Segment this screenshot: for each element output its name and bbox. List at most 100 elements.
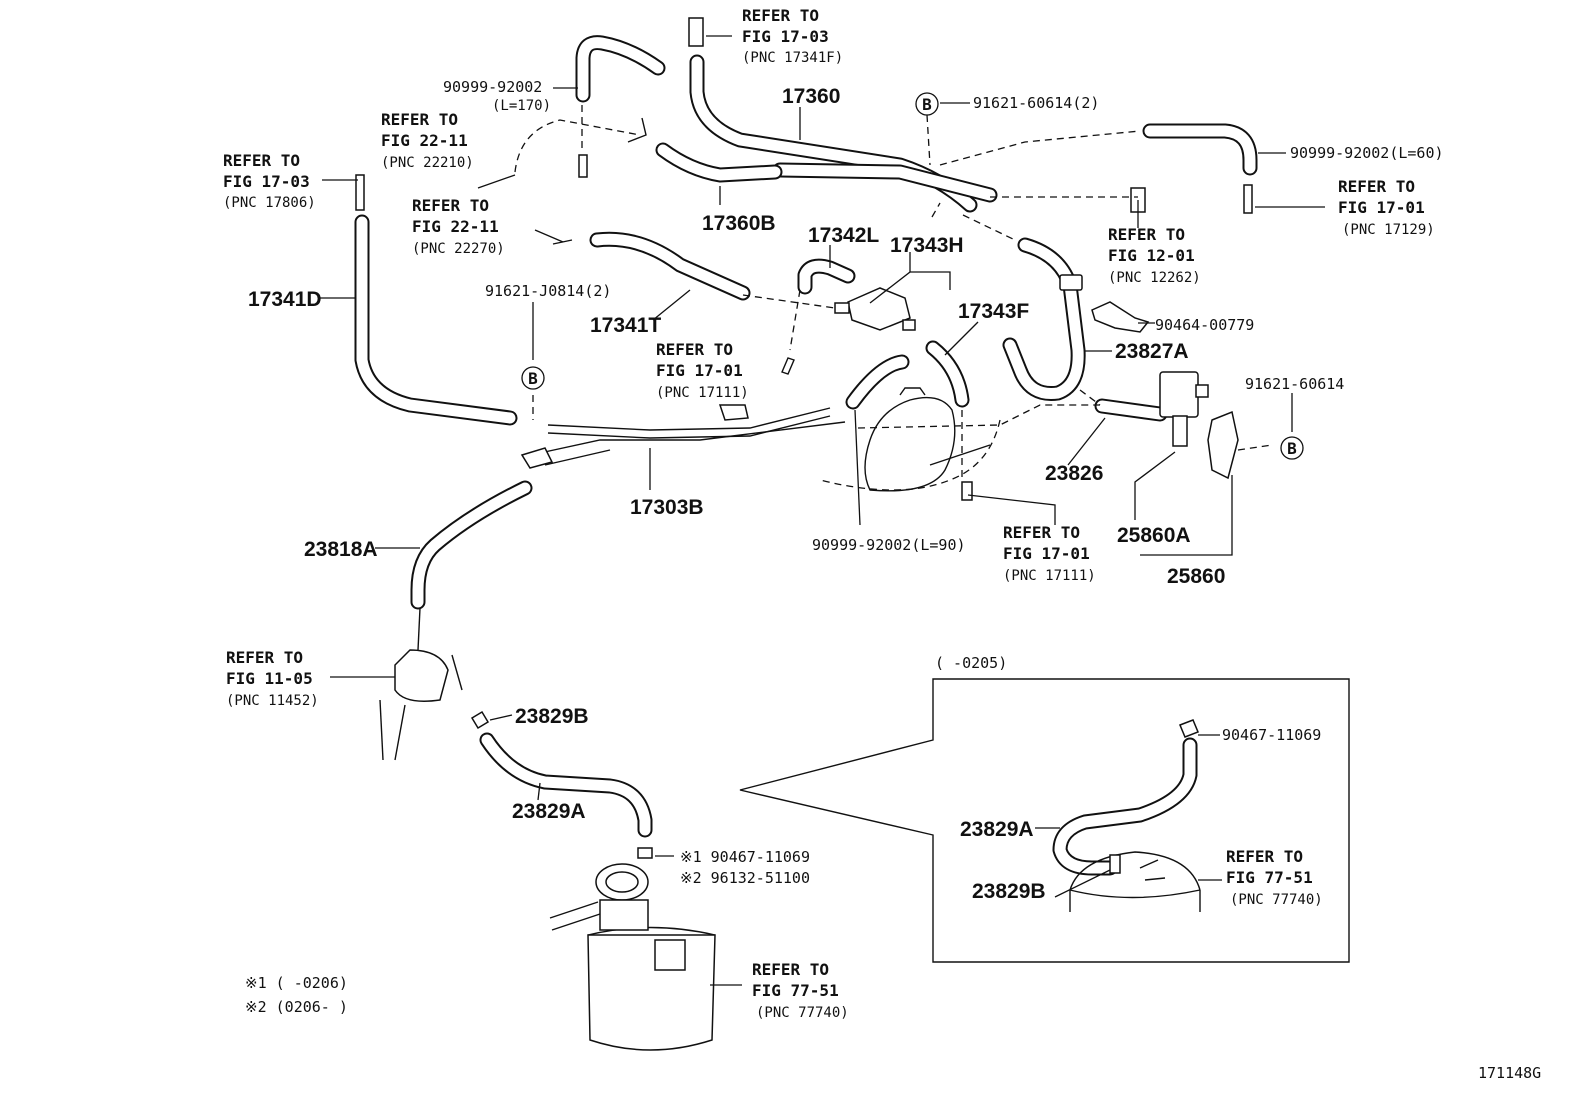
vsv-17343H[interactable] <box>834 287 916 331</box>
refer-fig-22-11-22210: REFER TO FIG 22-11 (PNC 22210) <box>381 110 474 171</box>
pipe-17360[interactable] <box>689 54 998 213</box>
svg-text:FIG 77-51: FIG 77-51 <box>1226 868 1313 887</box>
refer-fig-17-03-17806: REFER TO FIG 17-03 (PNC 17806) <box>223 151 316 211</box>
svg-text:FIG 77-51: FIG 77-51 <box>752 981 839 1000</box>
hose-90999-92002-L90[interactable] <box>845 354 910 410</box>
label-17360B: 17360B <box>702 212 776 235</box>
svg-text:FIG 22-11: FIG 22-11 <box>381 131 468 150</box>
svg-text:B: B <box>1287 439 1297 458</box>
refer-fig-22-11-22270: REFER TO FIG 22-11 (PNC 22270) <box>412 196 505 257</box>
callout-b-1: B <box>915 92 939 116</box>
svg-text:(PNC 22210): (PNC 22210) <box>381 155 474 171</box>
label-23826: 23826 <box>1045 462 1103 485</box>
svg-text:(PNC 17341F): (PNC 17341F) <box>742 50 843 66</box>
callout-b-3: B <box>1280 436 1304 460</box>
clip-90467-11069[interactable] <box>637 847 653 859</box>
hose-90999-92002-L60[interactable] <box>1142 123 1258 176</box>
label-17341D: 17341D <box>248 288 322 311</box>
label-23818A: 23818A <box>304 538 378 561</box>
figure-id: 171148G <box>1478 1064 1541 1082</box>
svg-text:(PNC 77740): (PNC 77740) <box>756 1005 849 1021</box>
hose-23818A[interactable] <box>410 480 533 610</box>
hose-17360B[interactable] <box>655 142 783 183</box>
refer-fig-17-01-17111-b: REFER TO FIG 17-01 (PNC 17111) <box>1003 523 1096 584</box>
vsv-25860A[interactable] <box>1159 371 1239 480</box>
refer-fig-12-01-12262: REFER TO FIG 12-01 (PNC 12262) <box>1108 225 1201 286</box>
inset-hose-23829A[interactable] <box>1052 737 1198 876</box>
svg-text:REFER TO: REFER TO <box>1003 523 1080 542</box>
refer-fig-11-05-11452: REFER TO FIG 11-05 (PNC 11452) <box>226 648 319 709</box>
note-code-1: ※1 90467-11069 <box>680 848 810 866</box>
svg-text:B: B <box>922 95 932 114</box>
connection-lines <box>514 105 1273 491</box>
throttle-body <box>864 387 991 492</box>
code-inset-90467-11069: 90467-11069 <box>1222 726 1321 744</box>
label-17303B: 17303B <box>630 496 704 519</box>
pipe-assembly-17303B[interactable] <box>520 404 846 469</box>
code-90999-92002-L90: 90999-92002(L=90) <box>812 536 966 554</box>
clamp-90464-00779[interactable] <box>1091 301 1150 333</box>
code-L170: (L=170) <box>492 98 551 114</box>
charcoal-canister[interactable] <box>549 863 716 1051</box>
code-91621-60614-2: 91621-60614(2) <box>973 94 1099 112</box>
clip-23829B[interactable] <box>470 710 490 730</box>
svg-text:FIG 17-03: FIG 17-03 <box>223 172 310 191</box>
svg-text:(PNC 17129): (PNC 17129) <box>1342 222 1435 238</box>
svg-text:(PNC 11452): (PNC 11452) <box>226 693 319 709</box>
svg-text:(PNC 77740): (PNC 77740) <box>1230 892 1323 908</box>
refer-fig-77-51-77740-b: REFER TO FIG 77-51 (PNC 77740) <box>1226 847 1323 908</box>
label-17343H: 17343H <box>890 234 964 257</box>
code-91621-J0814: 91621-J0814(2) <box>485 282 611 300</box>
svg-text:REFER TO: REFER TO <box>226 648 303 667</box>
svg-text:REFER TO: REFER TO <box>742 6 819 25</box>
label-17343F: 17343F <box>958 300 1029 323</box>
hose-23827A[interactable] <box>1002 237 1086 401</box>
hose-17343F[interactable] <box>925 340 970 408</box>
label-17360: 17360 <box>782 85 840 108</box>
label-17342L: 17342L <box>808 224 879 247</box>
svg-text:B: B <box>528 369 538 388</box>
svg-text:REFER TO: REFER TO <box>381 110 458 129</box>
svg-text:(PNC 17111): (PNC 17111) <box>656 385 749 401</box>
hose-90999-92002-top[interactable] <box>575 35 666 103</box>
refer-fig-77-51-77740-a: REFER TO FIG 77-51 (PNC 77740) <box>752 960 849 1021</box>
svg-text:FIG 17-03: FIG 17-03 <box>742 27 829 46</box>
svg-text:REFER TO: REFER TO <box>1108 225 1185 244</box>
svg-text:REFER TO: REFER TO <box>1338 177 1415 196</box>
pipe-stubs <box>355 17 1253 501</box>
hose-17342L[interactable] <box>797 258 856 295</box>
refer-fig-17-01-17129: REFER TO FIG 17-01 (PNC 17129) <box>1338 177 1435 238</box>
hose-17341T[interactable] <box>589 231 751 301</box>
refer-fig-17-01-17111-a: REFER TO FIG 17-01 (PNC 17111) <box>656 340 749 401</box>
svg-text:REFER TO: REFER TO <box>656 340 733 359</box>
svg-text:(PNC 17111): (PNC 17111) <box>1003 568 1096 584</box>
svg-text:FIG 17-01: FIG 17-01 <box>656 361 743 380</box>
svg-text:FIG 11-05: FIG 11-05 <box>226 669 313 688</box>
code-90999-92002-top: 90999-92002 <box>443 78 542 96</box>
label-23829A: 23829A <box>512 800 586 823</box>
intake-fitting <box>379 607 463 761</box>
svg-text:(PNC 22270): (PNC 22270) <box>412 241 505 257</box>
code-90464-00779: 90464-00779 <box>1155 316 1254 334</box>
legend-note-1: ※1 ( -0206) <box>245 974 348 992</box>
svg-text:REFER TO: REFER TO <box>223 151 300 170</box>
hose-17341D[interactable] <box>354 214 518 426</box>
svg-text:REFER TO: REFER TO <box>1226 847 1303 866</box>
label-23827A: 23827A <box>1115 340 1189 363</box>
label-17341T: 17341T <box>590 314 661 337</box>
svg-text:(PNC 17806): (PNC 17806) <box>223 195 316 211</box>
label-23829B: 23829B <box>515 705 589 728</box>
note-code-2: ※2 96132-51100 <box>680 869 810 887</box>
inset-range-label: ( -0205) <box>935 654 1007 672</box>
code-90999-92002-L60: 90999-92002(L=60) <box>1290 144 1444 162</box>
hose-23829A[interactable] <box>479 732 653 838</box>
code-91621-60614: 91621-60614 <box>1245 375 1344 393</box>
callout-b-2: B <box>521 366 545 390</box>
svg-text:FIG 12-01: FIG 12-01 <box>1108 246 1195 265</box>
hose-23826[interactable] <box>1094 398 1168 422</box>
svg-text:REFER TO: REFER TO <box>752 960 829 979</box>
svg-text:FIG 17-01: FIG 17-01 <box>1003 544 1090 563</box>
inset-detail <box>739 678 1350 963</box>
